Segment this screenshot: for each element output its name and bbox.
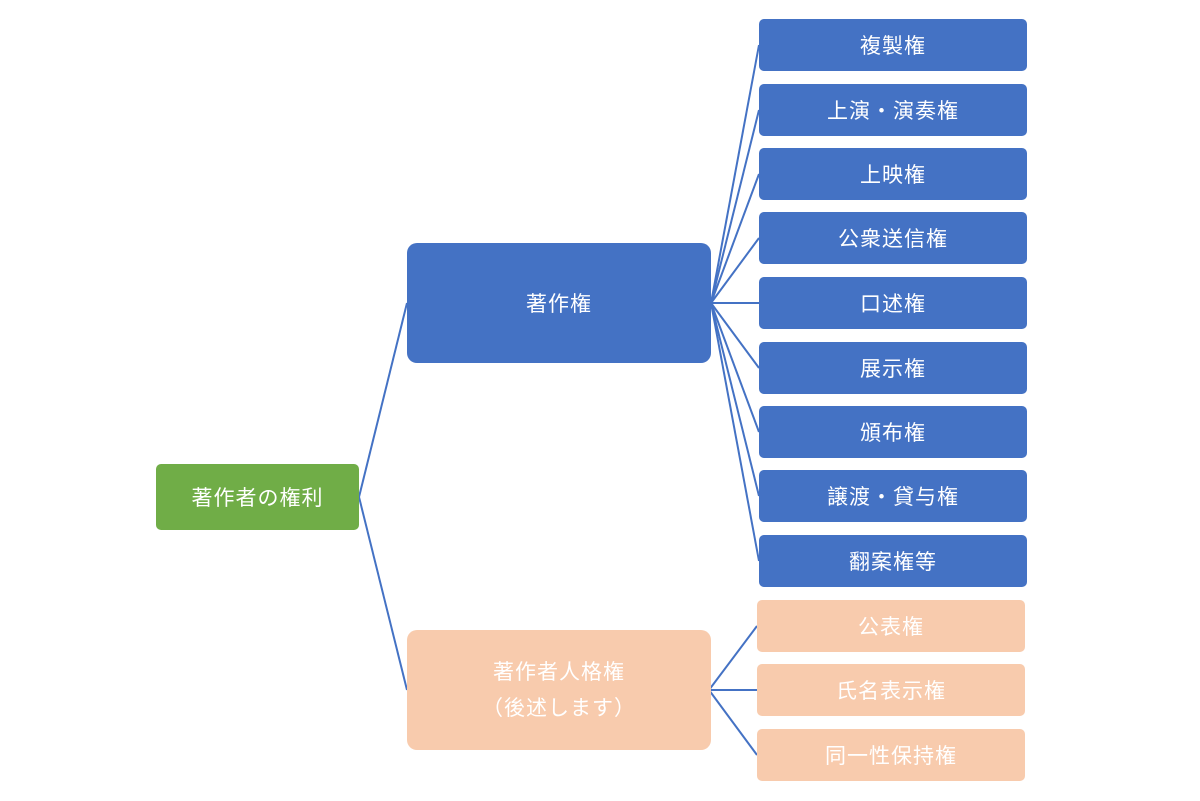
moral-rights-node: 著作者人格権 （後述します） bbox=[407, 630, 711, 750]
copyright-item-label: 口述権 bbox=[860, 292, 926, 316]
moral-rights-label-line2: （後述します） bbox=[482, 696, 636, 720]
connector-copyright-6 bbox=[710, 302, 760, 433]
copyright-item-adaptation: 翻案権等 bbox=[759, 535, 1027, 587]
connector-copyright-0 bbox=[710, 44, 760, 304]
copyright-item-label: 上演・演奏権 bbox=[827, 99, 959, 123]
moral-item-attribution: 氏名表示権 bbox=[757, 664, 1025, 716]
moral-item-label: 同一性保持権 bbox=[825, 744, 957, 768]
root-node: 著作者の権利 bbox=[156, 464, 359, 530]
connector-copyright-7 bbox=[710, 302, 760, 497]
moral-item-label: 公表権 bbox=[858, 615, 924, 639]
connector-copyright-3 bbox=[710, 237, 760, 304]
copyright-item-exhibition: 展示権 bbox=[759, 342, 1027, 394]
copyright-item-transfer-lending: 譲渡・貸与権 bbox=[759, 470, 1027, 522]
moral-rights-label-line1: 著作者人格権 bbox=[493, 660, 625, 684]
copyright-item-label: 公衆送信権 bbox=[838, 227, 948, 251]
moral-item-publication: 公表権 bbox=[757, 600, 1025, 652]
moral-item-integrity: 同一性保持権 bbox=[757, 729, 1025, 781]
copyright-item-public-transmission: 公衆送信権 bbox=[759, 212, 1027, 264]
connector-moral-2 bbox=[708, 689, 758, 756]
copyright-node: 著作権 bbox=[407, 243, 711, 363]
connector-moral-0 bbox=[708, 625, 758, 691]
copyright-item-label: 複製権 bbox=[860, 34, 926, 58]
copyright-item-label: 譲渡・貸与権 bbox=[827, 485, 959, 509]
copyright-item-performance: 上演・演奏権 bbox=[759, 84, 1027, 136]
root-label: 著作者の権利 bbox=[191, 486, 324, 510]
copyright-item-label: 翻案権等 bbox=[849, 550, 937, 574]
connector-root-moral bbox=[358, 496, 408, 691]
connector-root-copyright bbox=[358, 302, 408, 498]
copyright-item-label: 頒布権 bbox=[860, 421, 926, 445]
copyright-item-screening: 上映権 bbox=[759, 148, 1027, 200]
connector-copyright-2 bbox=[710, 173, 760, 304]
connector-copyright-1 bbox=[710, 109, 760, 304]
copyright-label: 著作権 bbox=[526, 292, 592, 316]
connector-copyright-8 bbox=[710, 302, 760, 562]
copyright-item-reproduction: 複製権 bbox=[759, 19, 1027, 71]
moral-item-label: 氏名表示権 bbox=[836, 679, 946, 703]
copyright-item-distribution: 頒布権 bbox=[759, 406, 1027, 458]
copyright-item-label: 上映権 bbox=[860, 163, 926, 187]
copyright-item-recitation: 口述権 bbox=[759, 277, 1027, 329]
copyright-item-label: 展示権 bbox=[860, 357, 926, 381]
connector-copyright-5 bbox=[710, 302, 760, 369]
